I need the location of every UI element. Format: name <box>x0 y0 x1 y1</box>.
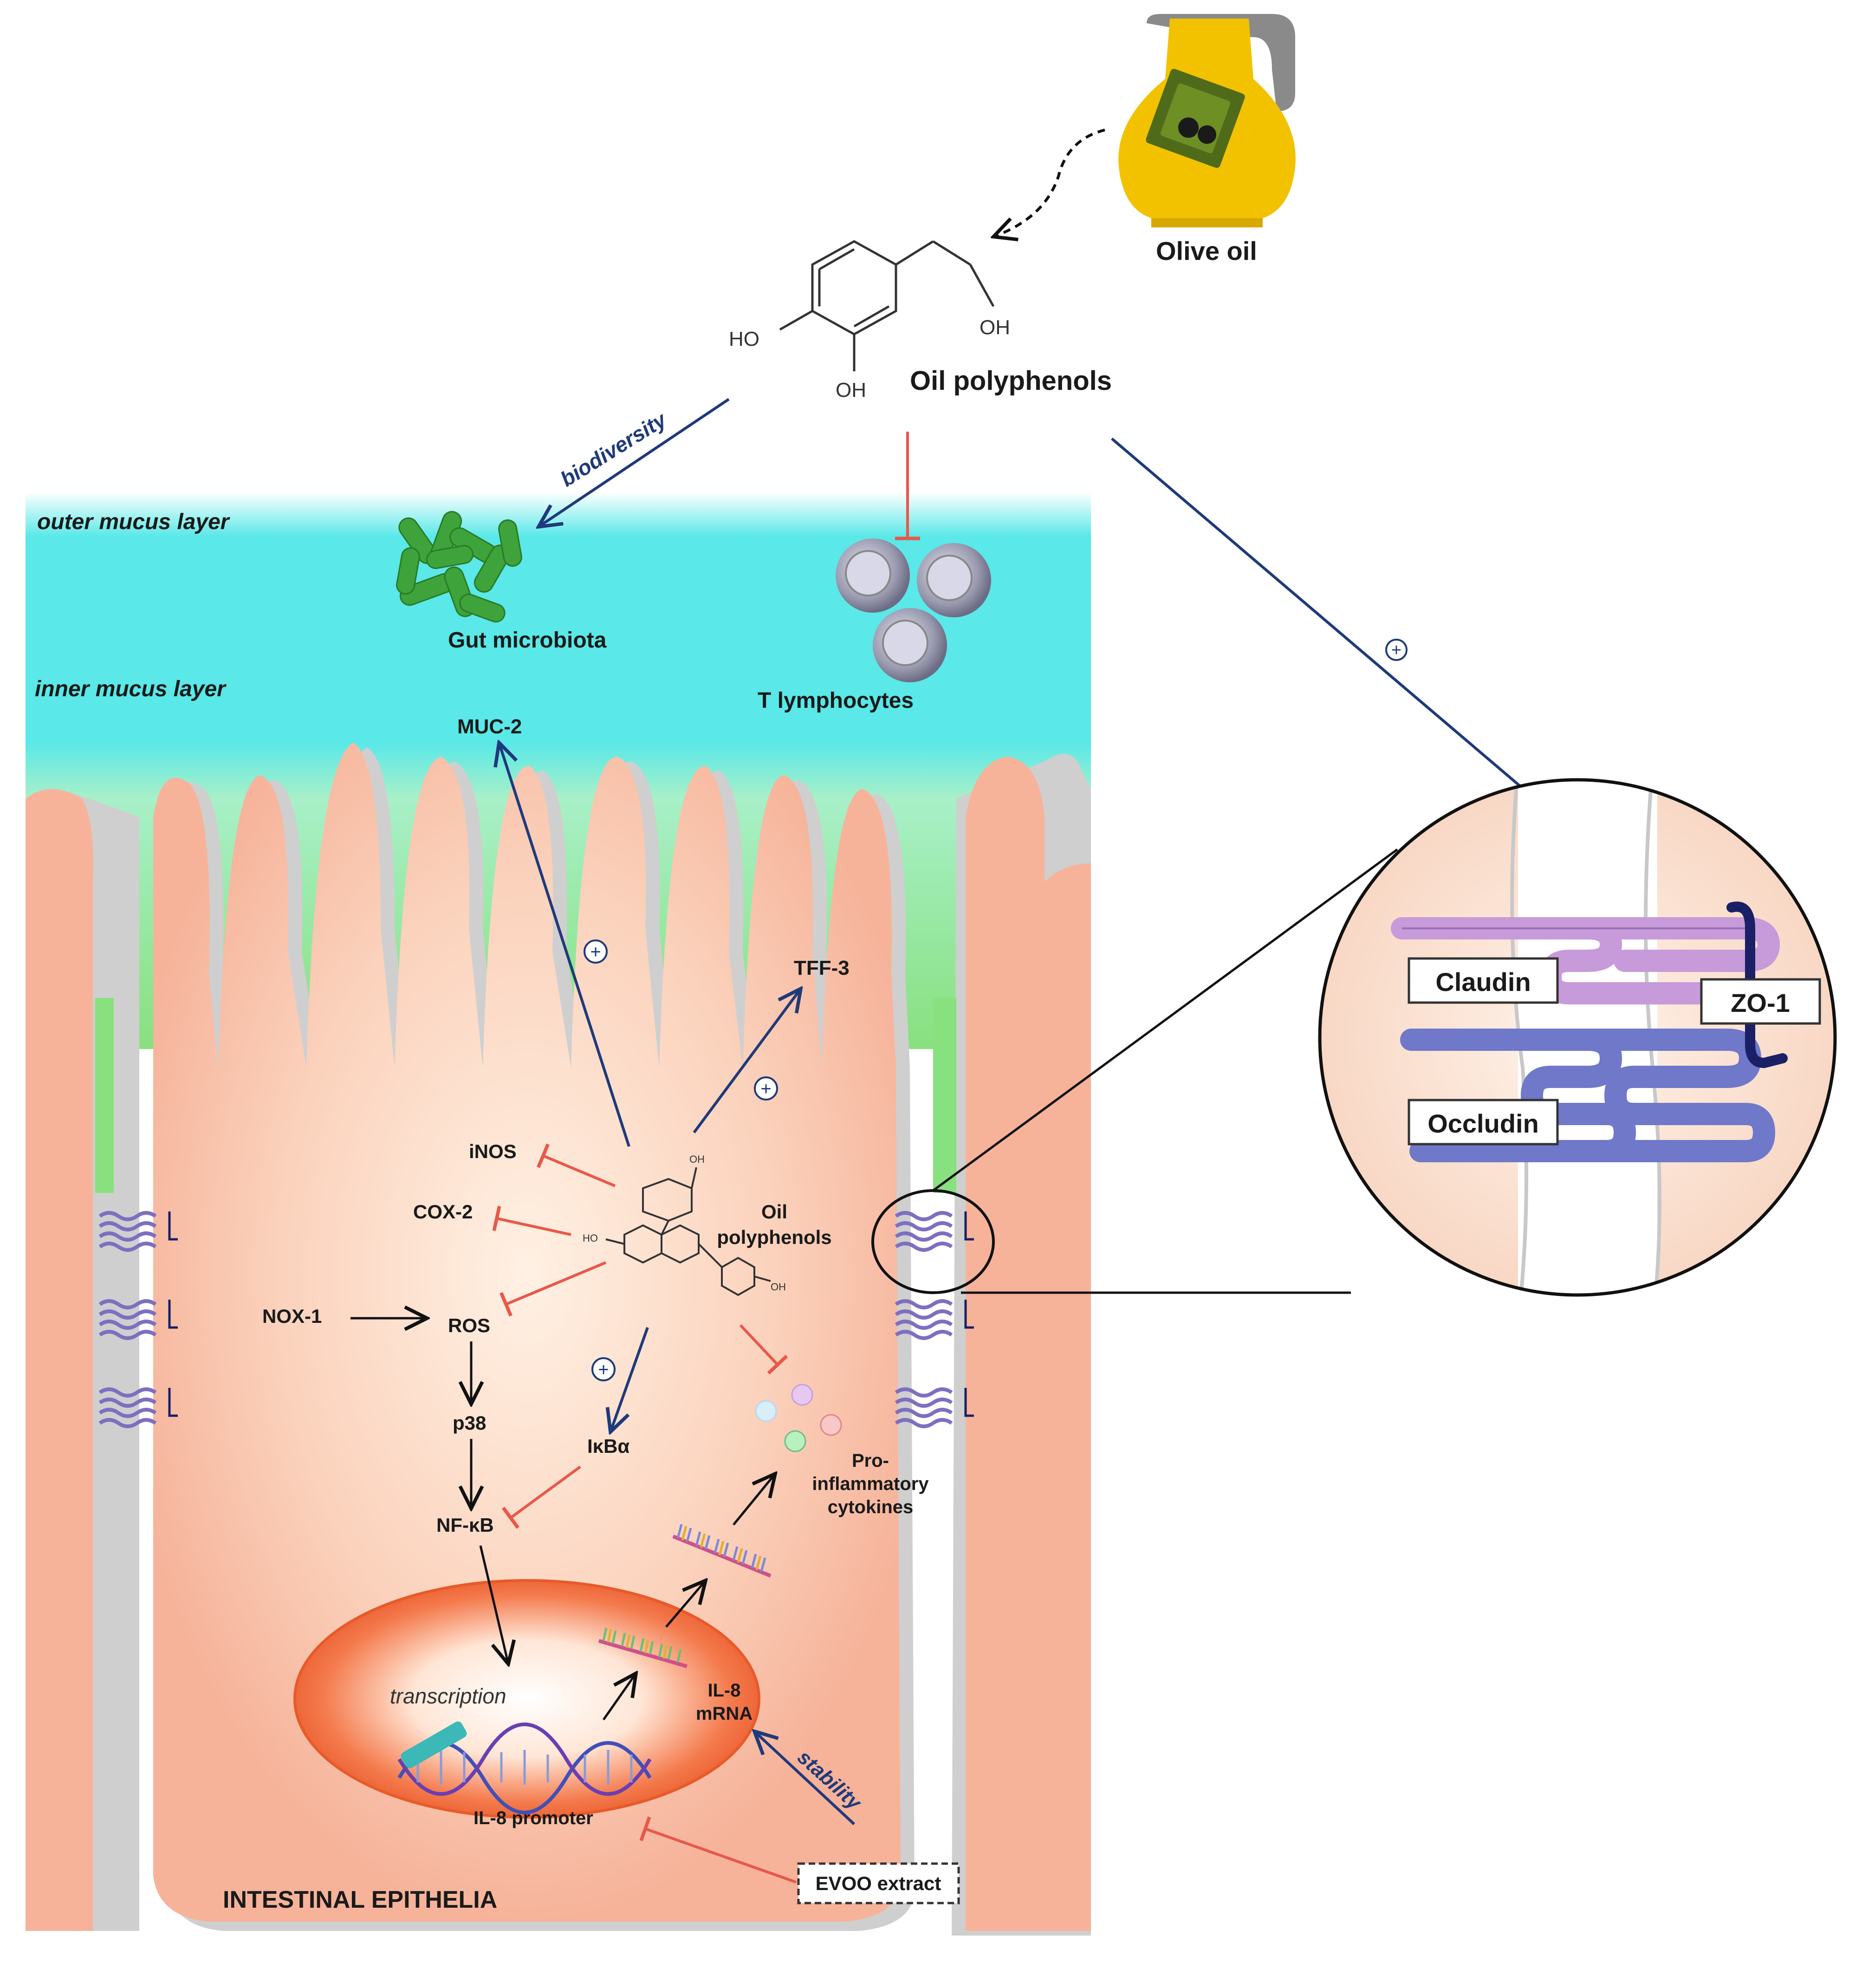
muc2-label: MUC-2 <box>457 715 522 738</box>
cytokine-dot-icon <box>755 1384 842 1452</box>
svg-text:+: + <box>760 1079 771 1099</box>
zoom-line-top <box>932 848 1398 1192</box>
t-lymphocytes-label: T lymphocytes <box>758 688 914 713</box>
jar-to-molecule-arrow <box>993 129 1105 237</box>
proinflam-label-3: cytokines <box>828 1497 914 1517</box>
olive-oil-label: Olive oil <box>1156 236 1257 265</box>
evoo-stability-arrow <box>754 1731 856 1826</box>
occludin-box <box>1408 1099 1559 1146</box>
oil-jar-icon <box>1118 14 1296 227</box>
ros-inhibition <box>500 1261 607 1317</box>
ros-label: ROS <box>448 1315 490 1336</box>
cell-polyphenol-molecule <box>605 1167 771 1296</box>
oil-polyphenols-label: Oil polyphenols <box>910 366 1112 396</box>
zo1-box <box>1700 978 1821 1025</box>
svg-text:+: + <box>1391 641 1401 660</box>
nfkb-transcription-arrow <box>479 1545 508 1664</box>
biodiversity-arrow <box>538 398 730 527</box>
p38-label: p38 <box>453 1412 486 1434</box>
ikba-label: IκBα <box>587 1435 629 1457</box>
proinflam-label-1: Pro- <box>852 1451 889 1471</box>
molecule-oh-label-1: OH <box>980 316 1010 339</box>
gut-microbiota-label: Gut microbiota <box>448 628 607 653</box>
evoo-extract-label: EVOO extract <box>816 1872 941 1894</box>
cox2-label: COX-2 <box>413 1201 473 1223</box>
plus-icon: + <box>591 1357 616 1381</box>
zoom-circle <box>1318 778 1837 1297</box>
inner-mucus-label: inner mucus layer <box>35 677 227 701</box>
il8-mrna-label-2: mRNA <box>696 1703 753 1724</box>
tff3-arrow <box>693 989 801 1133</box>
transcription-label: transcription <box>390 1684 506 1708</box>
nucleus <box>293 1579 760 1819</box>
plus-icon: + <box>754 1076 778 1101</box>
occludin-label: Occludin <box>1427 1109 1539 1138</box>
molecule-ho-label: HO <box>729 328 759 350</box>
dna-helix-icon <box>397 1721 652 1814</box>
cell-molecule-ho: HO <box>583 1232 598 1244</box>
il8-promoter-label: IL-8 promoter <box>474 1808 593 1828</box>
muc2-arrow <box>499 743 630 1147</box>
intestinal-epithelia-label: INTESTINAL EPITHELIA <box>223 1886 497 1913</box>
inos-label: iNOS <box>469 1140 517 1162</box>
plus-icon: + <box>1385 639 1408 661</box>
ikba-nfkb-inhibition <box>502 1465 581 1529</box>
outer-mucus-label: outer mucus layer <box>37 510 230 534</box>
evoo-promoter-inhibition <box>639 1816 797 1884</box>
inos-inhibition <box>537 1143 616 1187</box>
cell-molecule-oh-top: OH <box>689 1153 705 1165</box>
tff3-label: TFF-3 <box>794 957 850 979</box>
cell-oil-label-1: Oil <box>761 1201 787 1223</box>
bacteria-icon <box>396 511 522 623</box>
nox1-label: NOX-1 <box>262 1305 322 1327</box>
zo1-label: ZO-1 <box>1731 988 1790 1017</box>
claudin-box <box>1408 957 1559 1004</box>
claudin-label: Claudin <box>1435 967 1531 997</box>
svg-text:+: + <box>590 942 601 962</box>
cox2-inhibition <box>492 1205 571 1236</box>
cell-molecule-oh: OH <box>771 1281 786 1293</box>
lymphocyte-icon <box>836 538 991 682</box>
transcription-mrna-arrow <box>602 1673 636 1721</box>
svg-text:+: + <box>598 1360 609 1380</box>
mrna-strand-icon <box>672 1524 772 1578</box>
zo1-protein <box>1726 901 1788 1068</box>
nfkb-label: NF-κB <box>436 1514 494 1536</box>
tight-junctions-right <box>895 1211 974 1428</box>
molecule-oh-label-2: OH <box>836 379 866 401</box>
mrna-strand-icon <box>598 1627 688 1668</box>
evoo-extract-box <box>797 1862 960 1904</box>
mrna-export-arrow <box>665 1580 706 1628</box>
plus-icon: + <box>584 939 608 964</box>
mrna-cytokine-arrow <box>733 1474 775 1526</box>
hydroxytyrosol-molecule <box>779 240 995 371</box>
tight-junctions-left <box>98 1211 178 1428</box>
cell-oil-label-2: polyphenols <box>717 1226 831 1248</box>
il8-mrna-label-1: IL-8 <box>707 1680 740 1701</box>
cytokine-inhibition <box>739 1324 788 1375</box>
ikba-arrow <box>610 1327 649 1432</box>
proinflam-label-2: inflammatory <box>812 1474 929 1494</box>
